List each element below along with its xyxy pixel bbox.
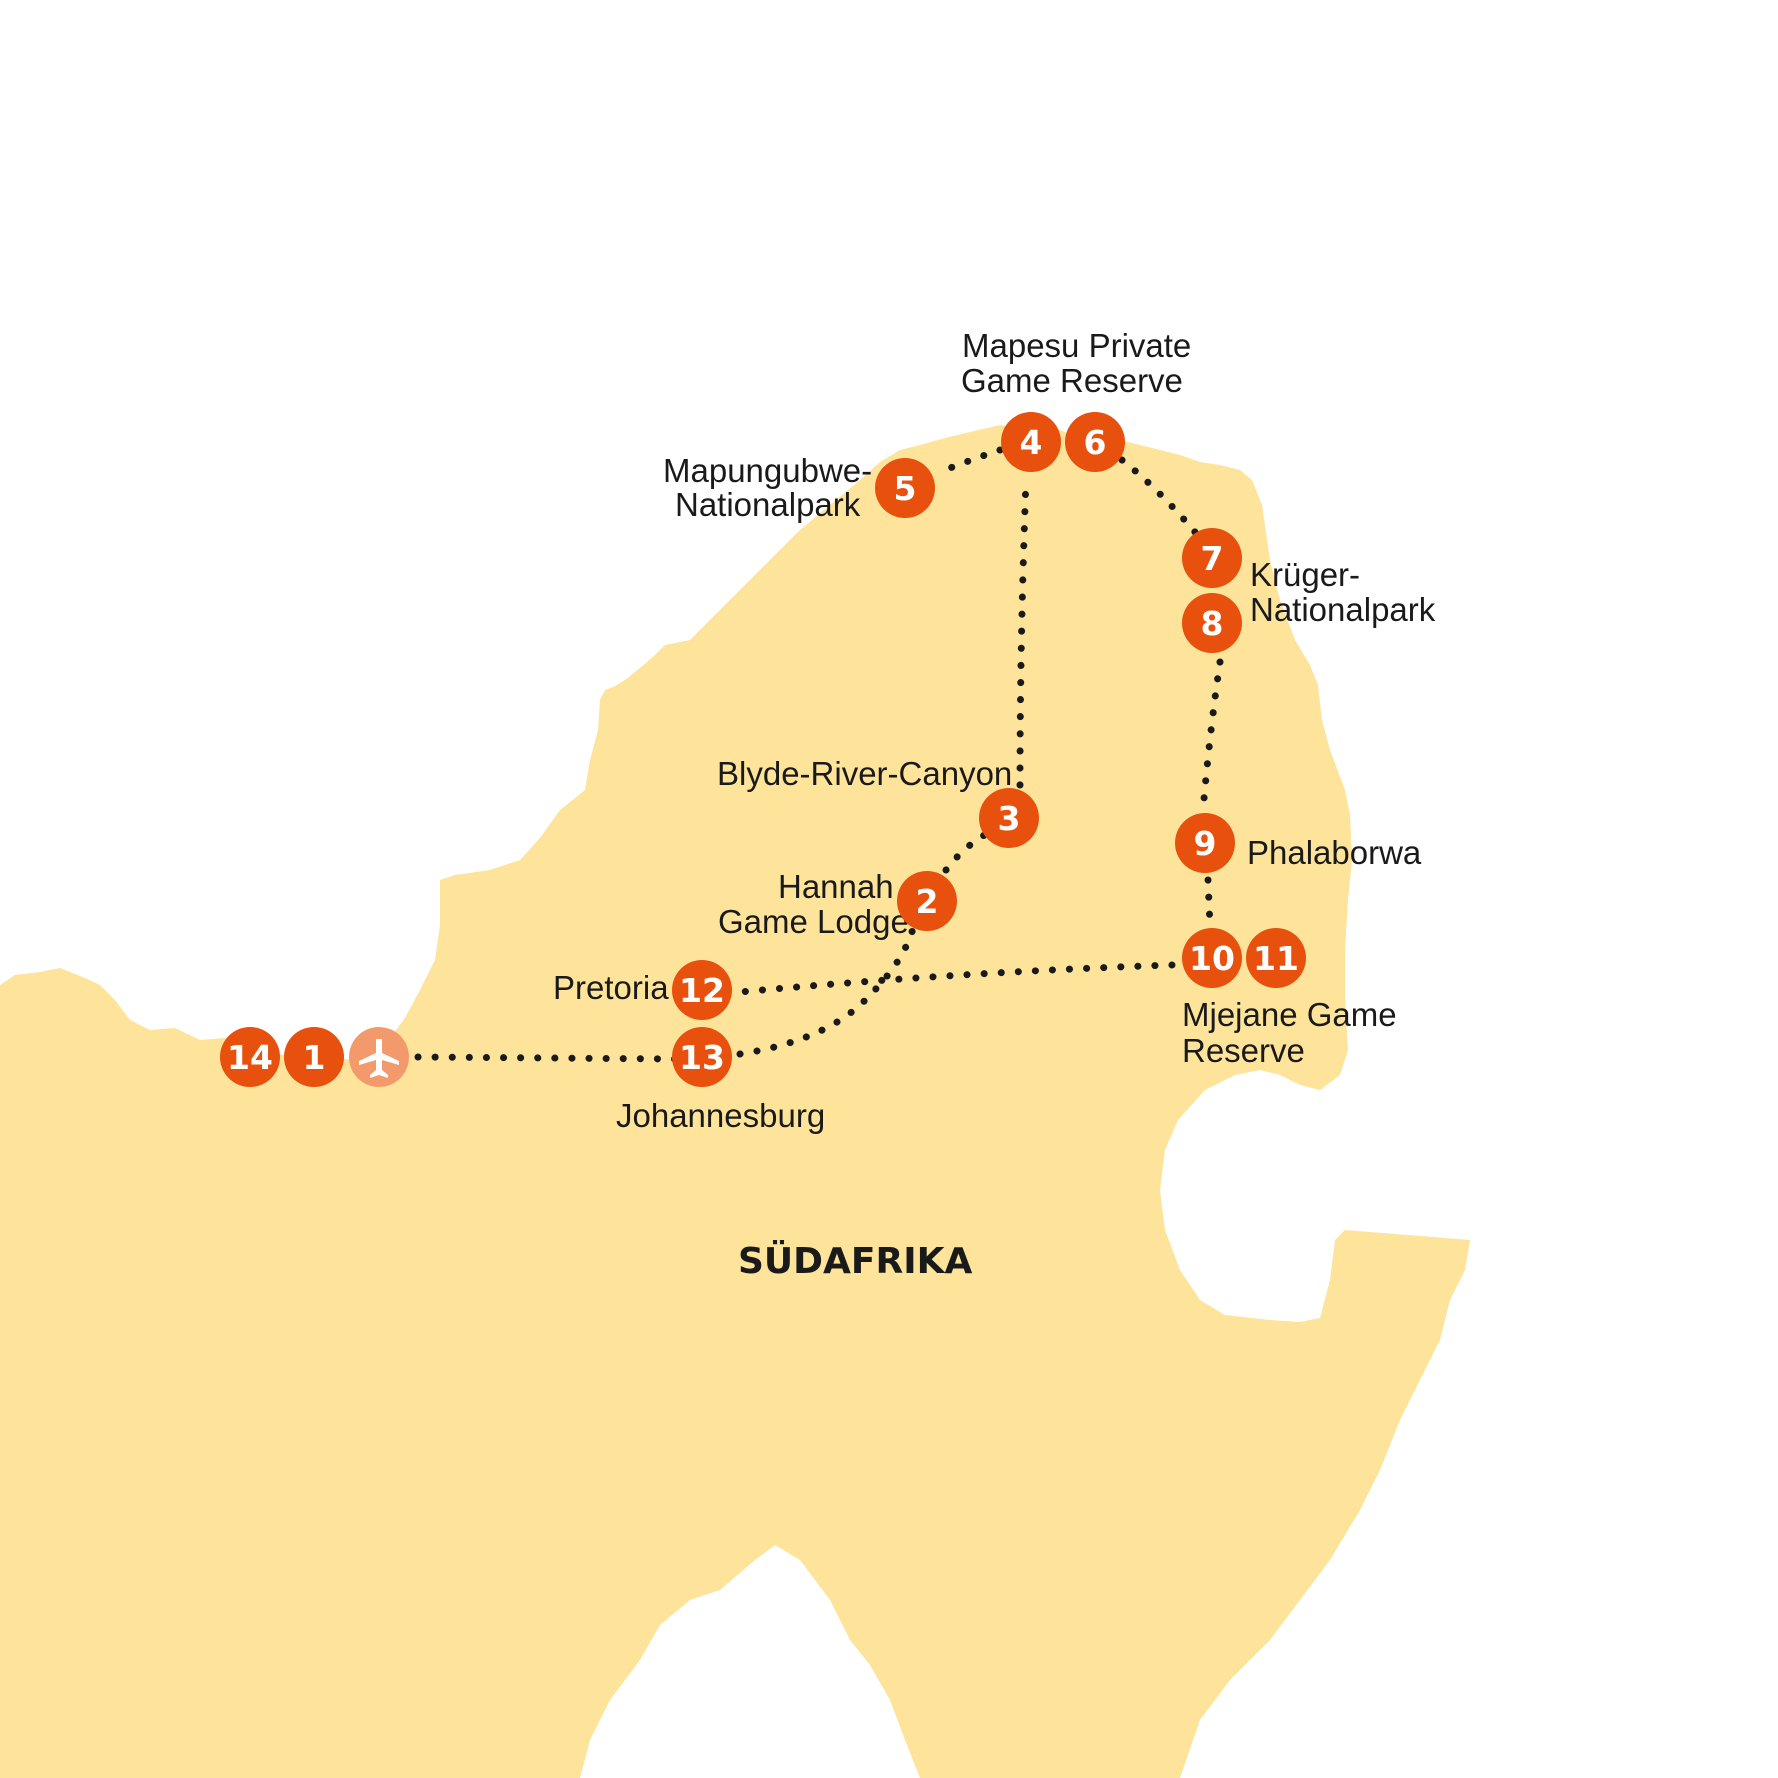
stop-number: 4: [1020, 423, 1043, 462]
stop-number: 7: [1201, 539, 1224, 578]
stop-marker-13[interactable]: 13: [672, 1027, 732, 1087]
stop-marker-7[interactable]: 7: [1182, 528, 1242, 588]
stop-marker-5[interactable]: 5: [875, 458, 935, 518]
stop-marker-4[interactable]: 4: [1001, 412, 1061, 472]
label-mjejane: Mjejane Game: [1182, 996, 1397, 1033]
stop-markers: 14 1 13 12 2: [220, 412, 1306, 1087]
stop-marker-8[interactable]: 8: [1182, 593, 1242, 653]
stop-marker-2[interactable]: 2: [897, 871, 957, 931]
stop-number: 11: [1253, 939, 1299, 978]
stop-number: 10: [1189, 939, 1235, 978]
route-johannesburg-hannah: [736, 921, 918, 1058]
route-mjejane-pretoria: [736, 961, 1176, 996]
route-mapesu-mapungubwe: [936, 446, 1004, 476]
airplane-icon: [359, 1039, 399, 1078]
stop-number: 8: [1201, 604, 1224, 643]
landmass: [0, 423, 1470, 1778]
stop-number: 2: [916, 882, 939, 921]
label-hannah-line2: Game Lodge: [718, 903, 909, 940]
route-phalaborwa-mjejane: [1204, 876, 1214, 929]
label-blyde: Blyde-River-Canyon: [717, 755, 1012, 792]
stop-number: 14: [227, 1038, 273, 1077]
label-krueger: Krüger-: [1250, 556, 1360, 593]
stop-number: 1: [303, 1038, 326, 1077]
country-label: SÜDAFRIKA: [738, 1240, 973, 1282]
label-pretoria: Pretoria: [553, 969, 669, 1006]
stop-marker-9[interactable]: 9: [1175, 813, 1235, 873]
label-mapesu-line2: Game Reserve: [961, 362, 1183, 399]
stop-number: 3: [998, 799, 1021, 838]
label-hannah: Hannah: [778, 868, 894, 905]
label-mapungubwe-line2: Nationalpark: [675, 486, 861, 523]
stop-number: 12: [679, 971, 725, 1010]
label-mjejane-line2: Reserve: [1182, 1032, 1305, 1069]
place-labels: Mapesu Private Game Reserve Mapungubwe- …: [553, 327, 1436, 1282]
stop-marker-12[interactable]: 12: [672, 960, 732, 1020]
label-mapesu: Mapesu Private: [962, 327, 1191, 364]
stop-marker-6[interactable]: 6: [1065, 412, 1125, 472]
label-johannesburg: Johannesburg: [616, 1097, 825, 1134]
label-krueger-line2: Nationalpark: [1250, 591, 1436, 628]
airport-marker[interactable]: [349, 1027, 409, 1087]
label-mapungubwe: Mapungubwe-: [663, 452, 872, 489]
route-mapesu-krueger: [1118, 456, 1204, 542]
stop-number: 9: [1194, 824, 1217, 863]
stop-marker-1[interactable]: 1: [284, 1027, 344, 1087]
stop-marker-10[interactable]: 10: [1182, 928, 1242, 988]
route-krueger-phalaborwa: [1199, 658, 1224, 814]
stop-marker-3[interactable]: 3: [979, 788, 1039, 848]
label-phalaborwa: Phalaborwa: [1247, 834, 1422, 871]
stop-number: 13: [679, 1038, 725, 1077]
stop-number: 6: [1084, 423, 1107, 462]
stop-marker-14[interactable]: 14: [220, 1027, 280, 1087]
stop-number: 5: [894, 469, 917, 508]
stop-marker-11[interactable]: 11: [1246, 928, 1306, 988]
